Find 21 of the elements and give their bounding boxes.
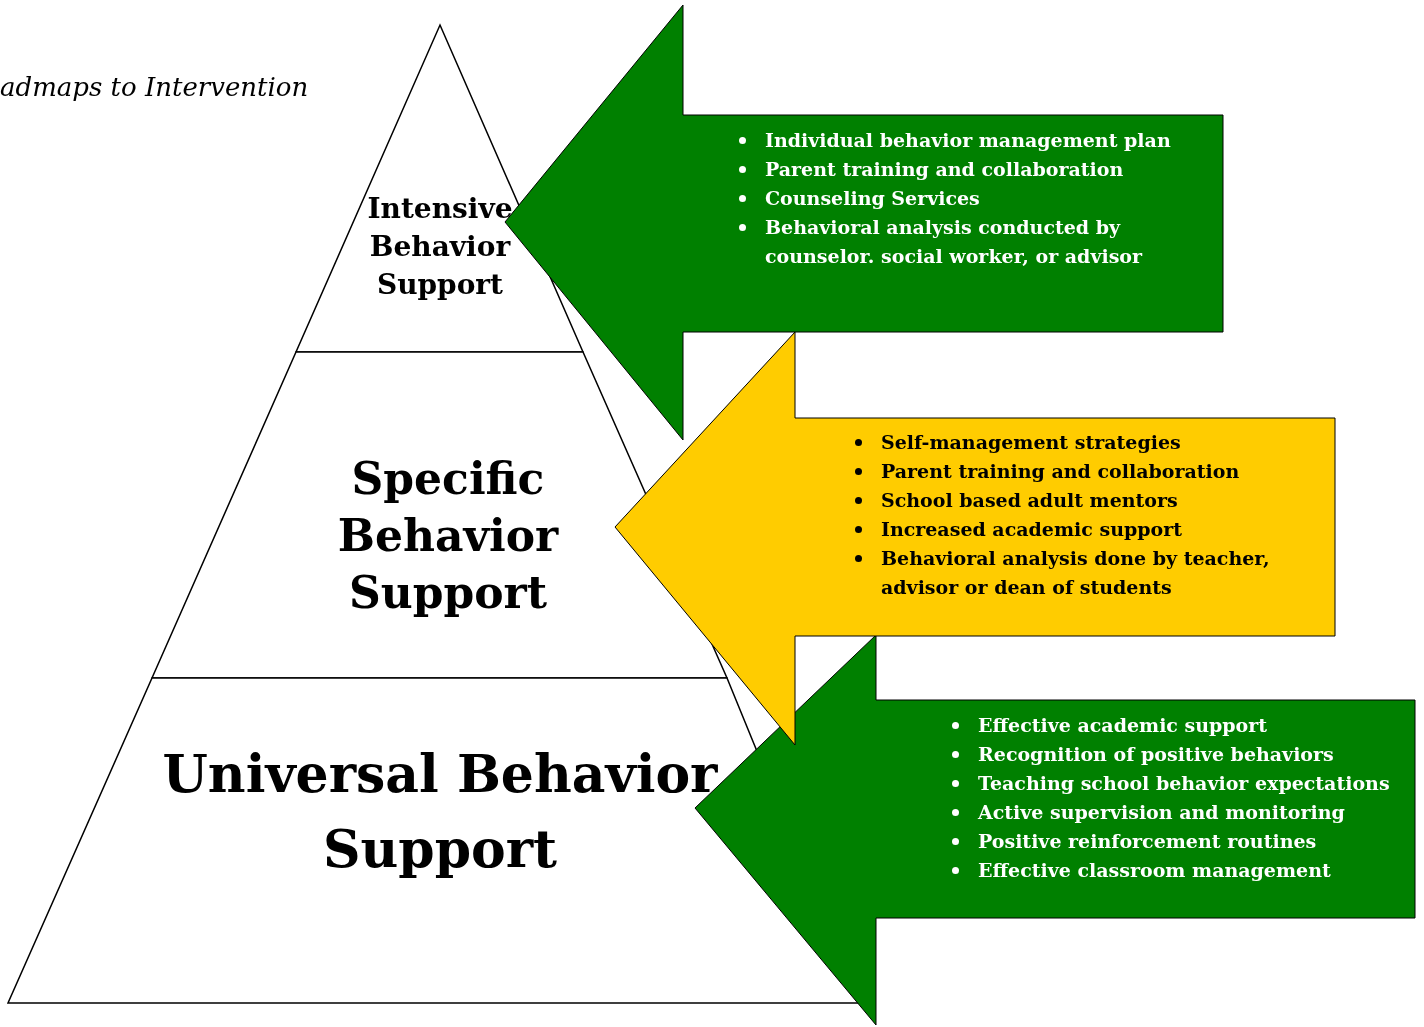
bullet-item: Recognition of positive behaviors xyxy=(978,742,1334,767)
bullet-item: Effective academic support xyxy=(978,713,1268,738)
bullet-item: Individual behavior management plan xyxy=(765,128,1171,153)
bullet-item: Positive reinforcement routines xyxy=(978,829,1317,854)
tier-title: Intensive Behavior Support xyxy=(366,191,514,303)
bullet-item: Teaching school behavior expectations xyxy=(978,771,1390,796)
bullet-item: Parent training and collaboration xyxy=(765,157,1124,182)
bullet-item: Increased academic support xyxy=(881,517,1182,542)
block-arrow xyxy=(615,332,1335,745)
bullet-item: Behavioral analysis conducted by counselor. social worker, or advisor xyxy=(765,215,1144,269)
pyramid-tier xyxy=(152,352,727,678)
bullet-item: School based adult mentors xyxy=(881,488,1178,513)
bullet-item: Effective classroom management xyxy=(978,858,1331,883)
tier-title: Specific Behavior Support xyxy=(336,452,560,620)
bullet-item: Behavioral analysis done by teacher, advisor or dean of students xyxy=(881,546,1271,600)
bullet-item: Parent training and collaboration xyxy=(881,459,1240,484)
tier-title: Universal Behavior Support xyxy=(161,742,719,881)
bullet-item: Self-management strategies xyxy=(881,430,1181,455)
heading-text: admaps to Intervention xyxy=(0,72,309,102)
bullet-item: Active supervision and monitoring xyxy=(978,800,1345,825)
bullet-item: Counseling Services xyxy=(765,186,980,211)
